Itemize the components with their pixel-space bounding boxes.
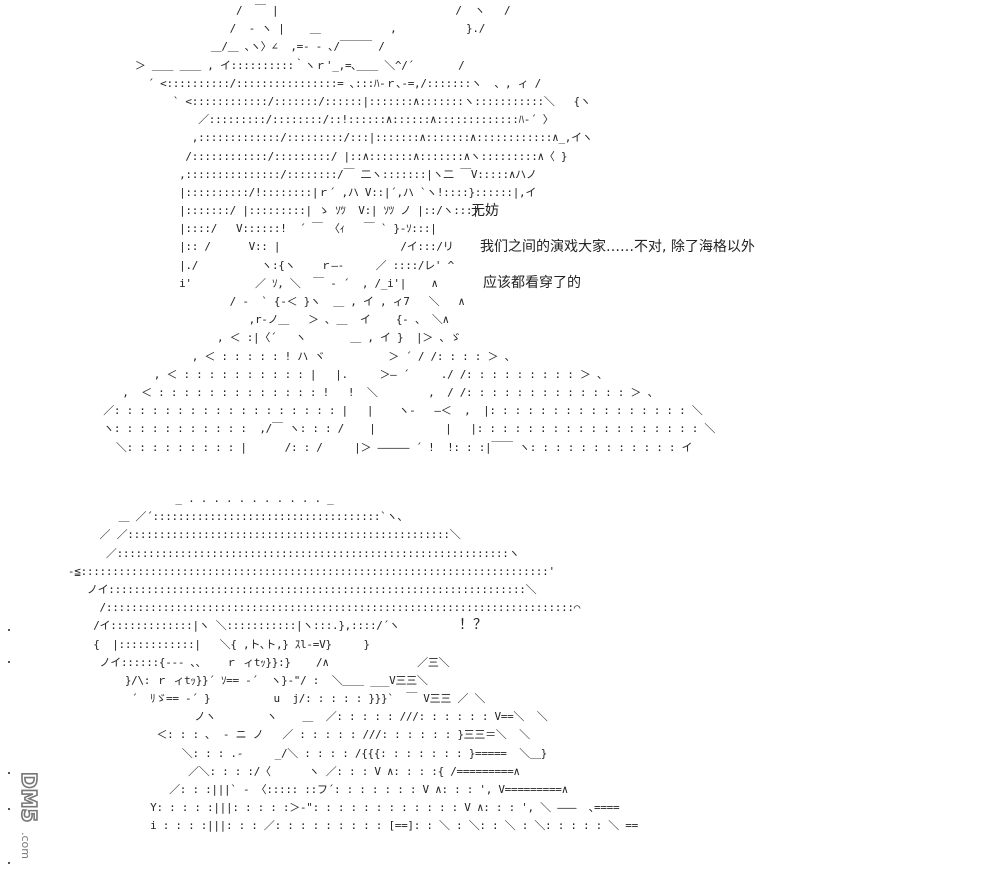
ascii-art-line: / ‐ ` {‐＜ }ヽ ＿ , イ , ィ7 ＼ ∧	[40, 295, 465, 308]
dialog-line-3: 应该都看穿了的	[483, 275, 581, 291]
svg-text:.com: .com	[19, 832, 32, 859]
ascii-art-line: /:::::::::::::::::::::::::::::::::::::::…	[30, 601, 581, 615]
margin-dot	[8, 661, 10, 663]
ascii-art-line: i : : : :|||: : : ／: : : : : : : : : [==…	[30, 819, 638, 833]
ascii-art-line: |:: / V:: | /イ:::/リ	[40, 240, 454, 254]
ascii-art-line: ／＼: : : :/〈 ヽ ／: : : V ∧: : : :{ /======…	[30, 764, 520, 778]
ascii-art-line: ‐≦::::::::::::::::::::::::::::::::::::::…	[30, 564, 555, 578]
ascii-art-line: ,r‐ノ＿ ＞ ､ ＿ イ {‐ 、 ＼∧	[40, 313, 450, 327]
margin-dot	[8, 808, 10, 810]
ascii-art-line: ＞ ＿＿ ＿＿ , イ::::::::::｀ヽｒ'_,=､＿＿ ＼^/´ /	[40, 58, 465, 72]
dm5-watermark-logo: DM5 .com	[16, 771, 42, 859]
ascii-art-line: |::::/ V::::::! ´ ￣ 〈ｨ ￣ ` }‐ｿ:::|	[40, 222, 437, 236]
margin-dot	[8, 772, 10, 774]
margin-dot	[8, 862, 10, 864]
ascii-art-line: ´ ﾘゞ== ‐´ } u j/: : : : : }}}` ￣ V三三 ／ ＼	[30, 692, 486, 706]
ascii-art-line: { |::::::::::::| ＼{ ,ト､ト,} ｽl‐=V} }	[30, 637, 370, 651]
ascii-art-line: , ＜ : : : : : ! ハ ヾ ＞ ´ / /: : : : ＞ 、	[40, 349, 516, 363]
ascii-art-line: ヽ: : : : : : : : : : : ,/￣ ヽ: : : / | | …	[40, 422, 716, 436]
ascii-art-line: ノヽ ヽ ＿ ／: : : : : ///: : : : : : V==＼ ＼	[30, 710, 548, 724]
ascii-art-line: ／: : :|||` ‐ 〈::::: ::フ´: : : : : : : V …	[30, 783, 568, 796]
ascii-art-line: /イ:::::::::::::|ヽ ＼:::::::::::|ヽ:::.},::…	[30, 619, 400, 633]
ascii-art-character-bottom: _ . . . . . . . . . . . _ ＿ ／´::::::::::…	[30, 490, 638, 836]
ascii-art-line: /::::::::::::/:::::::::/ |::∧:::::::∧:::…	[40, 149, 568, 163]
ascii-art-line: ノイ::::::::::::::::::::::::::::::::::::::…	[30, 582, 537, 596]
ascii-art-line: ノイ::::::{‐-‐ ､､ ｒ ィtｯ}}:} /∧ ／三＼	[30, 655, 450, 669]
ascii-art-line: , ＜ :|〈´ ヽ ＿ , イ } |＞ 、ゞ	[40, 331, 461, 345]
ascii-art-line: / ￣ | / ヽ /	[40, 4, 511, 17]
ascii-art-line: ,:::::::::::::::/::::::::/￣ 二ヽ:::::::|ヽ二…	[40, 167, 537, 181]
svg-text:DM5: DM5	[17, 772, 41, 822]
ascii-art-line: ＿ ／´::::::::::::::::::::::::::::::::::::…	[30, 510, 409, 524]
ascii-art-line: |./ ヽ:{ヽ ｒ―‐ ／ ::::/レ' ^	[40, 258, 454, 272]
ascii-art-line: ／:::::::::::::::::::::::::::::::::::::::…	[30, 546, 520, 560]
ascii-art-line: ,:::::::::::::/:::::::::/:::|:::::::∧:::…	[40, 131, 593, 145]
ascii-art-line: ＼: : : .- _/＼ : : : : /{{{: : : : : : : …	[30, 746, 548, 760]
ascii-art-line: , ＜ : : : : : : : : : : : : : ! ! ＼ , / …	[40, 385, 659, 399]
ascii-art-line: |:::::::/ |:::::::::| ゝ ｿﾂ V:| ｿﾂ ノ |::/…	[40, 204, 479, 218]
ascii-art-line: |::::::::::/!::::::::|ｒ´ ,ハ V::|´,ハ `ヽ!:…	[40, 185, 537, 199]
ascii-art-character-top: / ￣ | / ヽ / / ‐ ヽ | ＿ , }./ ＿/＿ ､ヽ〉∠ ,=‐…	[40, 2, 715, 457]
ascii-art-line: ＿/＿ ､ヽ〉∠ ,=‐ ‐ ､/￣￣￣ /	[40, 40, 385, 54]
ascii-art-line: ＜: : : ､ ‐ ニ ノ ／ : : : : : ///: : : : : …	[30, 728, 530, 742]
ascii-art-line: Y: : : : :|||: : : : :＞‐": : : : : : : :…	[30, 801, 620, 815]
ascii-art-line: / ‐ ヽ | ＿ , }./	[40, 22, 486, 36]
ascii-art-line: _ . . . . . . . . . . . _	[30, 492, 334, 505]
dialog-line-1: 无妨	[471, 203, 499, 219]
ascii-art-line: ／:::::::::/::::::::/::!::::::∧::::::∧:::…	[40, 113, 554, 127]
ascii-art-line: i' ／ ｿ, ＼ ￣ ‐ ´ , /_i'| ∧	[40, 276, 438, 290]
ascii-art-line: ` <::::::::::::/:::::::/::::::|:::::::∧:…	[40, 94, 591, 108]
ascii-art-line: ´ <::::::::::/::::::::::::::::= ､:::ﾊ‐ｒ､…	[40, 76, 541, 90]
ascii-art-line: ／: : : : : : : : : : : : : : : : : : | |…	[40, 404, 703, 418]
dialog-line-2: 我们之间的演戏大家……不对, 除了海格以外	[480, 239, 755, 255]
ascii-art-line: ／ ／:::::::::::::::::::::::::::::::::::::…	[30, 528, 461, 542]
ascii-art-line: }/\: ｒ ィtｯ}}´ ｿ== ‐´ ヽ}‐"/ : ＼＿＿ ___V三三＼	[30, 673, 428, 687]
dialog-line-4: ！？	[459, 617, 487, 633]
ascii-art-line: , ＜ : : : : : : : : : : | |. ＞― ´ ./ /: …	[40, 367, 608, 381]
ascii-art-line: ＼: : : : : : : : : | /: : / |＞ ――――― ´ !…	[40, 440, 693, 454]
margin-dot	[8, 629, 10, 631]
